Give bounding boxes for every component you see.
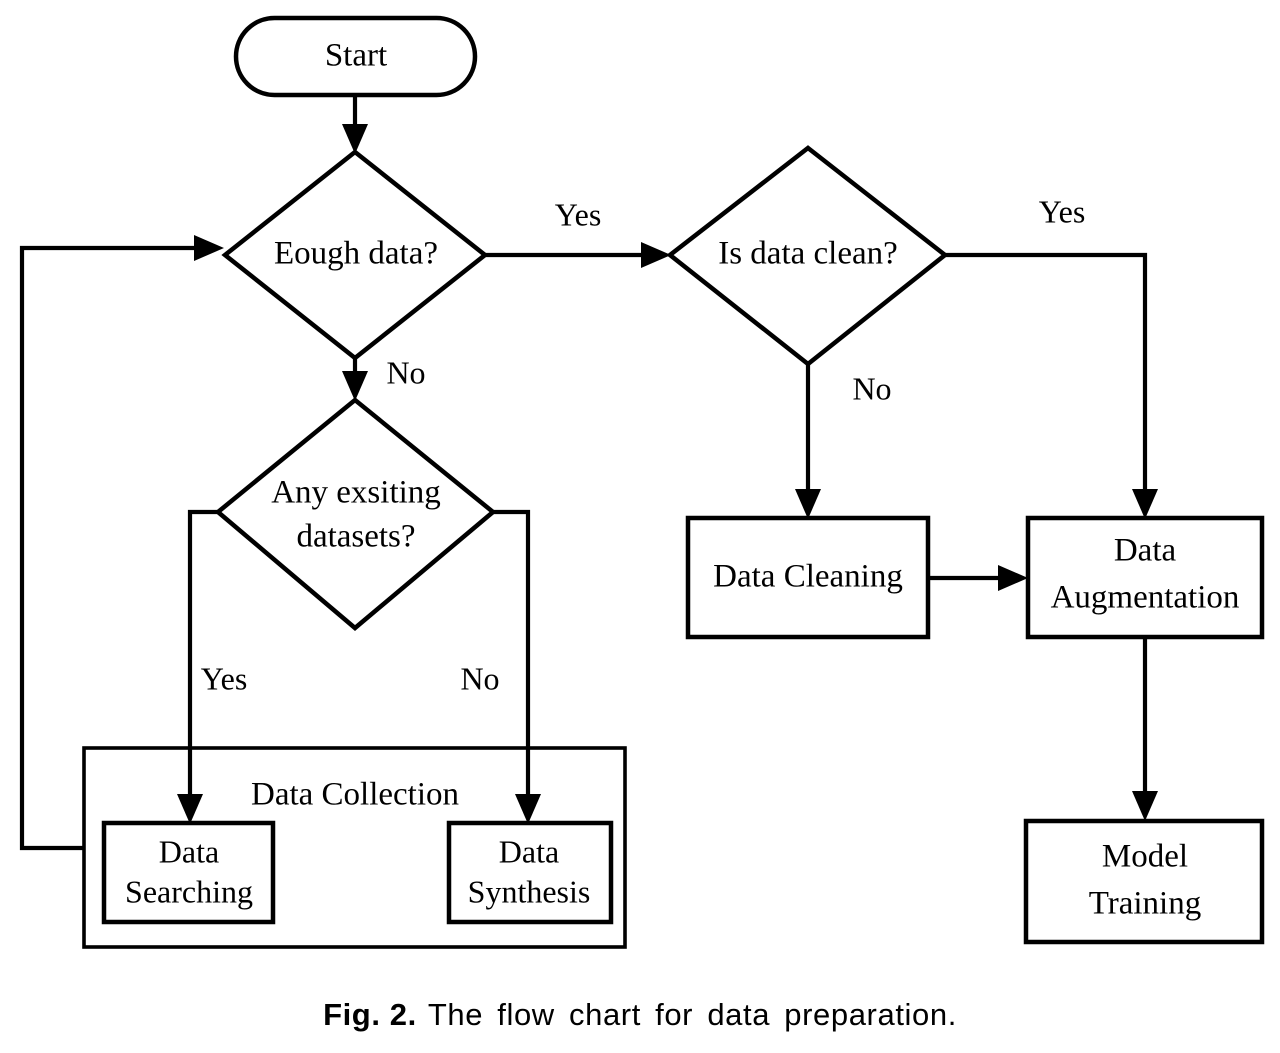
figure-caption: Fig. 2. The flow chart for data preparati… (0, 997, 1280, 1033)
edge-label-no-1: No (386, 354, 425, 390)
any-existing-label-line1: Any exsiting (271, 475, 441, 511)
edge-label-yes-3: Yes (1039, 193, 1086, 229)
node-data-searching: Data Searching (101, 820, 276, 925)
figure-caption-label: Fig. 2. (323, 997, 417, 1032)
model-training-label-line2: Training (1089, 886, 1201, 922)
node-data-augmentation: Data Augmentation (1025, 515, 1265, 640)
is-data-clean-label: Is data clean? (718, 236, 898, 272)
edge-enough-data-to-any-existing: No (342, 354, 426, 401)
node-any-existing-datasets: Any exsiting datasets? (214, 397, 497, 631)
edge-label-yes-1: Yes (555, 196, 602, 232)
data-searching-label-line2: Searching (125, 873, 253, 909)
start-label: Start (325, 38, 387, 74)
model-training-label-line1: Model (1102, 839, 1188, 875)
edge-is-data-clean-to-data-augmentation: Yes (944, 193, 1158, 519)
edge-data-cleaning-to-data-augmentation (928, 565, 1028, 591)
node-model-training: Model Training (1023, 818, 1265, 945)
edge-any-existing-to-data-searching: Yes (177, 509, 248, 824)
data-synthesis-label-line1: Data (499, 833, 559, 869)
node-data-synthesis: Data Synthesis (446, 820, 614, 925)
enough-data-label: Eough data? (274, 236, 438, 272)
edge-start-to-enough-data (342, 95, 368, 154)
edge-label-no-2: No (460, 660, 499, 696)
data-augmentation-label-line2: Augmentation (1051, 580, 1240, 616)
edge-label-yes-2: Yes (201, 660, 248, 696)
node-enough-data: Eough data? (221, 149, 489, 361)
edge-enough-data-to-is-data-clean: Yes (484, 196, 671, 268)
data-searching-label-line1: Data (159, 833, 219, 869)
edge-is-data-clean-to-data-cleaning: No (795, 363, 892, 519)
edge-any-existing-to-data-synthesis: No (460, 509, 541, 824)
any-existing-label-line2: datasets? (296, 519, 415, 555)
figure-caption-text: The flow chart for data preparation. (427, 997, 957, 1032)
data-augmentation-label-line1: Data (1114, 533, 1177, 569)
node-is-data-clean: Is data clean? (666, 145, 949, 367)
edge-data-augmentation-to-model-training (1132, 637, 1158, 821)
data-collection-label: Data Collection (251, 777, 459, 813)
node-start: Start (233, 15, 478, 98)
node-data-cleaning: Data Cleaning (685, 515, 931, 640)
edge-label-no-3: No (852, 370, 891, 406)
data-synthesis-label-line2: Synthesis (468, 873, 591, 909)
edge-data-collection-feedback-loop (19, 235, 224, 851)
node-data-collection-group: Data Collection (82, 746, 627, 949)
data-cleaning-label: Data Cleaning (713, 559, 903, 595)
